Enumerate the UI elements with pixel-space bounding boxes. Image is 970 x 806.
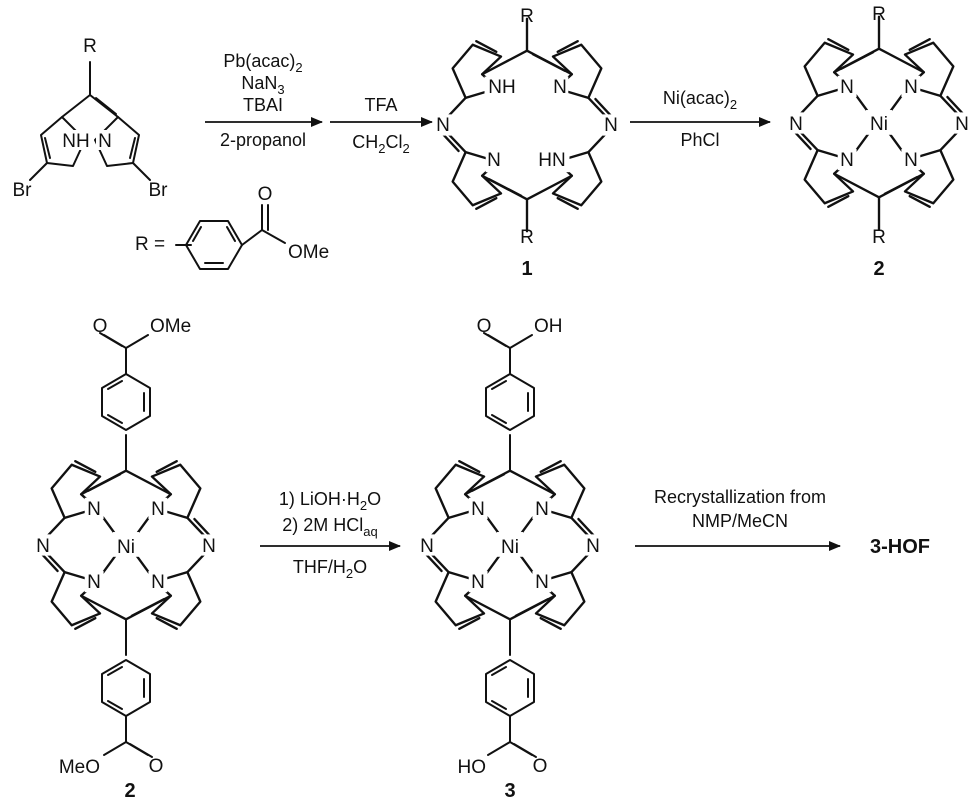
- svg-text:Ni: Ni: [870, 114, 888, 135]
- step1-reagent1: Pb(acac): [223, 51, 295, 71]
- svg-text:N: N: [436, 115, 450, 136]
- svg-text:N: N: [604, 115, 618, 136]
- svg-text:MeO: MeO: [59, 757, 100, 778]
- svg-text:N: N: [151, 499, 165, 520]
- svg-text:N: N: [420, 536, 434, 557]
- step2-reagent: TFA: [364, 95, 397, 115]
- step1-solvent: 2-propanol: [220, 130, 306, 150]
- svg-text:Ni: Ni: [501, 537, 519, 558]
- atom-br-right: Br: [149, 180, 169, 201]
- compound-1: [432, 17, 622, 233]
- svg-text:Ni(acac)2: Ni(acac)2: [663, 88, 737, 112]
- svg-text:R: R: [520, 227, 534, 248]
- svg-text:N: N: [955, 114, 969, 135]
- svg-text:N: N: [471, 572, 485, 593]
- svg-text:O: O: [93, 316, 108, 337]
- svg-text:R: R: [872, 227, 886, 248]
- step2-arrow: TFA CH2Cl2: [330, 95, 433, 156]
- svg-text:N: N: [487, 150, 501, 171]
- product-3-hof-label: 3-HOF: [870, 536, 930, 558]
- compound-1-label: 1: [521, 258, 532, 280]
- svg-text:N: N: [202, 536, 216, 557]
- step2-solvent: CH2Cl2: [352, 132, 409, 156]
- svg-text:O: O: [533, 756, 548, 777]
- compound-3: O OH O HO Ni N N N N N N 3: [414, 316, 606, 802]
- atom-br-left: Br: [13, 180, 33, 201]
- step4-arrow: 1) LiOH·H2O 2) 2M HClaq THF/H2O: [260, 489, 401, 581]
- compound-2-bottom: O OMe O MeO Ni N N N N N N 2: [30, 316, 222, 802]
- compound-2-top: [783, 15, 970, 231]
- svg-text:N: N: [840, 150, 854, 171]
- step3-arrow: Ni(acac)2 PhCl: [630, 88, 771, 150]
- atom-nh: NH: [62, 131, 89, 152]
- svg-text:N: N: [151, 572, 165, 593]
- svg-text:NaN3: NaN3: [241, 73, 284, 97]
- compound-2-top-label: 2: [873, 258, 884, 280]
- step1-arrow: Pb(acac)2 NaN3 TBAI 2-propanol: [205, 51, 323, 150]
- svg-text:N: N: [535, 572, 549, 593]
- step5-arrow: Recrystallization from NMP/MeCN: [635, 487, 841, 551]
- svg-text:HN: HN: [538, 150, 565, 171]
- svg-text:O: O: [149, 756, 164, 777]
- step5-line2: NMP/MeCN: [692, 511, 788, 531]
- compound-1-atoms: R R NH N N HN N N 1: [436, 6, 618, 280]
- step1-reagent2: NaN: [241, 73, 277, 93]
- atom-o: O: [258, 184, 273, 205]
- svg-text:NH: NH: [488, 77, 515, 98]
- atom-ome: OMe: [288, 242, 329, 263]
- r-substituent: R: [83, 36, 97, 57]
- svg-text:N: N: [904, 150, 918, 171]
- svg-text:Pb(acac)2: Pb(acac)2: [223, 51, 302, 75]
- svg-text:N: N: [471, 499, 485, 520]
- svg-text:OMe: OMe: [150, 316, 191, 337]
- svg-text:N: N: [840, 77, 854, 98]
- svg-text:N: N: [36, 536, 50, 557]
- r-definition: R = O OMe: [135, 184, 329, 270]
- svg-text:N: N: [789, 114, 803, 135]
- compound-2-top-atoms: R R Ni N N N N N N 2: [789, 4, 969, 280]
- step5-line1: Recrystallization from: [654, 487, 826, 507]
- step3-solvent: PhCl: [680, 130, 719, 150]
- svg-text:O: O: [477, 316, 492, 337]
- step4-line1: 1) LiOH·H2O: [279, 489, 381, 513]
- svg-text:R: R: [520, 6, 534, 27]
- svg-text:N: N: [535, 499, 549, 520]
- dibromo-dipyrrin: R NH N Br Br: [13, 36, 169, 201]
- step4-solvent: THF/H2O: [293, 557, 367, 581]
- compound-2-bottom-label: 2: [124, 780, 135, 802]
- r-equals: R =: [135, 234, 165, 255]
- step4-line2: 2) 2M HClaq: [282, 515, 377, 539]
- svg-text:R: R: [872, 4, 886, 25]
- svg-text:N: N: [553, 77, 567, 98]
- atom-n: N: [98, 131, 112, 152]
- svg-text:N: N: [87, 572, 101, 593]
- svg-text:Ni: Ni: [117, 537, 135, 558]
- svg-text:OH: OH: [534, 316, 563, 337]
- compound-3-label: 3: [504, 780, 515, 802]
- svg-text:N: N: [87, 499, 101, 520]
- svg-text:HO: HO: [458, 757, 487, 778]
- step3-reagent: Ni(acac): [663, 88, 730, 108]
- step1-reagent3: TBAI: [243, 95, 283, 115]
- svg-text:N: N: [904, 77, 918, 98]
- svg-text:N: N: [586, 536, 600, 557]
